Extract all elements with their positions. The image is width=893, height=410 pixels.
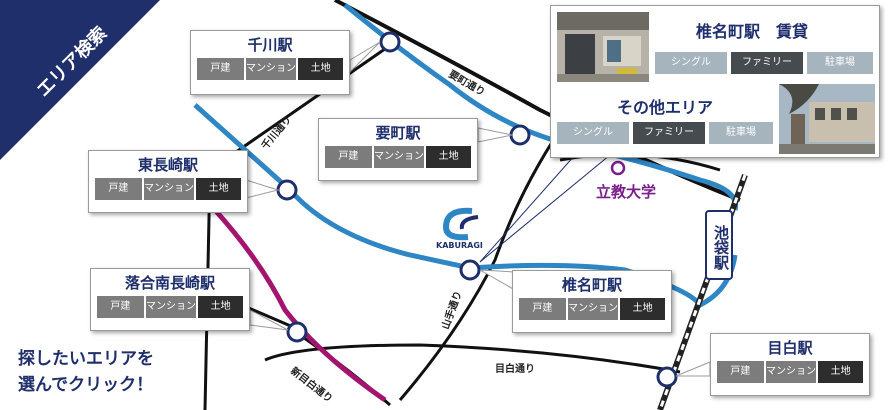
kanamecho-land-button[interactable]: 土地 (426, 146, 471, 168)
shiinamachi-mansion-button[interactable]: マンション (567, 298, 619, 320)
mejiro-house-button[interactable]: 戸建 (717, 361, 764, 383)
kaburagi-logo: KABURAGI (432, 205, 492, 251)
other-area-photo-image (779, 84, 875, 154)
rental-single-button[interactable]: シングル (655, 52, 727, 74)
station-title-kanamecho[interactable]: 要町駅 (375, 124, 421, 142)
road-label-kanamecho: 要町通り (447, 68, 488, 98)
station-card-ochiai-minami-nagasaki: 落合南長崎駅 戸建 マンション 土地 (90, 268, 250, 331)
senkawa-land-button[interactable]: 土地 (298, 58, 343, 80)
station-title-higashi-nagasaki[interactable]: 東長崎駅 (137, 156, 198, 174)
rental-panel: 椎名町駅 賃貸 シングル ファミリー 駐車場 その他エリア シングル ファミリー… (550, 5, 880, 158)
station-title-senkawa[interactable]: 千川駅 (247, 36, 293, 54)
shiinamachi-house-button[interactable]: 戸建 (519, 298, 566, 320)
station-photo-image (557, 12, 649, 82)
instructions-line-1: 探したいエリアを (18, 349, 154, 369)
landmark-rikkyo: 立教大学 (596, 183, 656, 201)
road-label-shin-mejiro: 新目白通り (288, 364, 335, 405)
other-single-button[interactable]: シングル (557, 122, 629, 144)
kanamecho-house-button[interactable]: 戸建 (325, 146, 372, 168)
other-area-title[interactable]: その他エリア (617, 98, 714, 117)
road-mejiro-dori (264, 343, 681, 374)
panel-pointer-line-2 (479, 154, 576, 263)
station-title-ochiai[interactable]: 落合南長崎駅 (124, 274, 215, 292)
ochiai-land-button[interactable]: 土地 (198, 296, 243, 318)
instructions-line-2: 選んでクリック！ (18, 375, 154, 395)
station-marker-higashi-nagasaki[interactable] (276, 179, 298, 201)
ochiai-mansion-button[interactable]: マンション (145, 296, 197, 318)
rental-panel-title[interactable]: 椎名町駅 賃貸 (696, 22, 809, 41)
station-card-kanamecho: 要町駅 戸建 マンション 土地 (318, 118, 478, 181)
shiinamachi-land-button[interactable]: 土地 (620, 298, 665, 320)
station-card-higashi-nagasaki: 東長崎駅 戸建 マンション 土地 (88, 150, 248, 213)
ochiai-house-button[interactable]: 戸建 (97, 296, 144, 318)
station-marker-kanamecho[interactable] (509, 124, 531, 146)
station-marker-shiinamachi[interactable] (459, 259, 481, 281)
station-card-mejiro: 目白駅 戸建 マンション 土地 (710, 333, 870, 396)
callout-pointer-ochiai (249, 309, 289, 331)
rental-parking-button[interactable]: 駐車場 (807, 52, 873, 74)
higashi-nagasaki-house-button[interactable]: 戸建 (95, 178, 142, 200)
station-title-shiinamachi[interactable]: 椎名町駅 (561, 276, 622, 294)
rail-seibu-ikebukuro-line (193, 103, 738, 309)
road-label-yamate: 山手通り (439, 289, 465, 331)
rail-oedo-line (213, 208, 387, 403)
higashi-nagasaki-land-button[interactable]: 土地 (196, 178, 241, 200)
station-title-mejiro[interactable]: 目白駅 (767, 339, 813, 357)
other-area-photo (779, 84, 875, 154)
higashi-nagasaki-mansion-button[interactable]: マンション (143, 178, 195, 200)
station-marker-ochiai[interactable] (286, 321, 308, 343)
station-marker-senkawa[interactable] (379, 31, 401, 53)
road-senkawa-dori (203, 40, 396, 410)
station-card-shiinamachi: 椎名町駅 戸建 マンション 土地 (512, 270, 672, 333)
logo-mark-icon: KABURAGI (436, 207, 483, 250)
kanamecho-mansion-button[interactable]: マンション (373, 146, 425, 168)
station-photo (557, 12, 649, 82)
instructions: 探したいエリアを 選んでクリック！ (18, 346, 154, 398)
rikkyo-marker (610, 160, 626, 176)
road-yamate-dori (398, 129, 562, 401)
road-label-mejiro: 目白通り (495, 362, 535, 375)
callout-pointer-kanamecho (477, 127, 513, 143)
rental-family-button[interactable]: ファミリー (731, 52, 803, 74)
callout-pointer-senkawa (349, 41, 381, 74)
ikebukuro-station-sign[interactable]: 池袋駅 (705, 210, 733, 280)
other-parking-button[interactable]: 駐車場 (709, 122, 773, 144)
other-family-button[interactable]: ファミリー (633, 122, 705, 144)
mejiro-land-button[interactable]: 土地 (818, 361, 863, 383)
logo-text: KABURAGI (436, 241, 483, 250)
mejiro-mansion-button[interactable]: マンション (765, 361, 817, 383)
panel-pointer-line-1 (479, 154, 611, 263)
area-search-banner (0, 0, 160, 160)
callout-pointer-higashi (245, 179, 280, 199)
callout-pointer-mejiro (675, 361, 711, 377)
station-card-senkawa: 千川駅 戸建 マンション 土地 (190, 30, 350, 95)
senkawa-house-button[interactable]: 戸建 (197, 58, 244, 80)
senkawa-mansion-button[interactable]: マンション (245, 58, 297, 80)
station-marker-mejiro[interactable] (656, 366, 678, 388)
